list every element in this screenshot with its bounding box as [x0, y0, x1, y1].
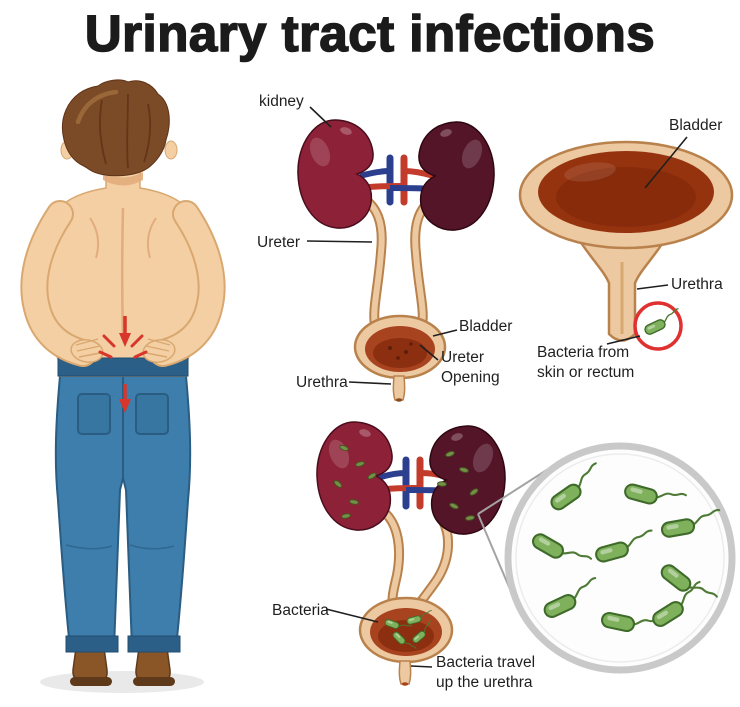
- shoes: [70, 647, 175, 686]
- bladder-infected: [358, 596, 454, 664]
- leader-ureter-opening: [419, 344, 439, 361]
- leader-bacteria-from: [606, 335, 641, 345]
- label-ureter-opening: Ureter Opening: [441, 349, 500, 386]
- bladder: [353, 314, 447, 380]
- arms: [20, 200, 226, 367]
- left-shoe-icon: [72, 647, 108, 683]
- pain-arrow-down-icon: [119, 333, 131, 347]
- right-arm: [151, 202, 224, 365]
- jeans: [54, 375, 192, 653]
- leader-bladder-funnel: [644, 136, 688, 189]
- label-ureter: Ureter: [257, 234, 301, 251]
- label-kidney: kidney: [259, 93, 304, 110]
- left-arm: [22, 202, 95, 365]
- label-bacteria: Bacteria: [272, 602, 329, 619]
- urinary-system-diagram-bottom: [316, 421, 506, 686]
- urethra: [392, 375, 406, 402]
- leader-kidney: [309, 106, 332, 128]
- floor-shadow: [40, 671, 204, 693]
- label-bacteria-from: Bacteria from skin or rectum: [537, 344, 635, 381]
- bladder-funnel-diagram: [518, 140, 734, 351]
- leader-urethra-funnel: [636, 284, 669, 290]
- leader-bacteria: [325, 608, 379, 623]
- urinary-system-diagram-top: [297, 119, 495, 402]
- urethra-infected: [398, 660, 412, 686]
- label-bacteria-travel: Bacteria travel up the urethra: [436, 654, 536, 691]
- left-pocket: [77, 393, 111, 435]
- leader-bacteria-travel: [410, 665, 433, 668]
- leader-lines: [306, 106, 688, 668]
- pain-indicators: [98, 316, 148, 413]
- leader-urethra-top: [348, 381, 392, 385]
- right-ear: [164, 140, 178, 160]
- right-pocket: [135, 393, 169, 435]
- label-bladder-top: Bladder: [459, 318, 513, 335]
- man-figure: [20, 79, 226, 693]
- left-ureter: [357, 193, 385, 333]
- label-bladder-funnel: Bladder: [669, 117, 723, 134]
- label-urethra-top: Urethra: [296, 374, 348, 391]
- leader-ureter: [306, 240, 373, 243]
- right-shoe-icon: [135, 647, 171, 683]
- spine-line: [121, 207, 125, 341]
- label-urethra-funnel: Urethra: [671, 276, 723, 293]
- magnified-bacteria-view: [477, 442, 736, 674]
- pain-arrow-down-icon: [119, 399, 131, 413]
- page-title: Urinary tract infections: [84, 4, 656, 63]
- leader-bladder-top: [432, 329, 458, 337]
- hair: [62, 79, 170, 177]
